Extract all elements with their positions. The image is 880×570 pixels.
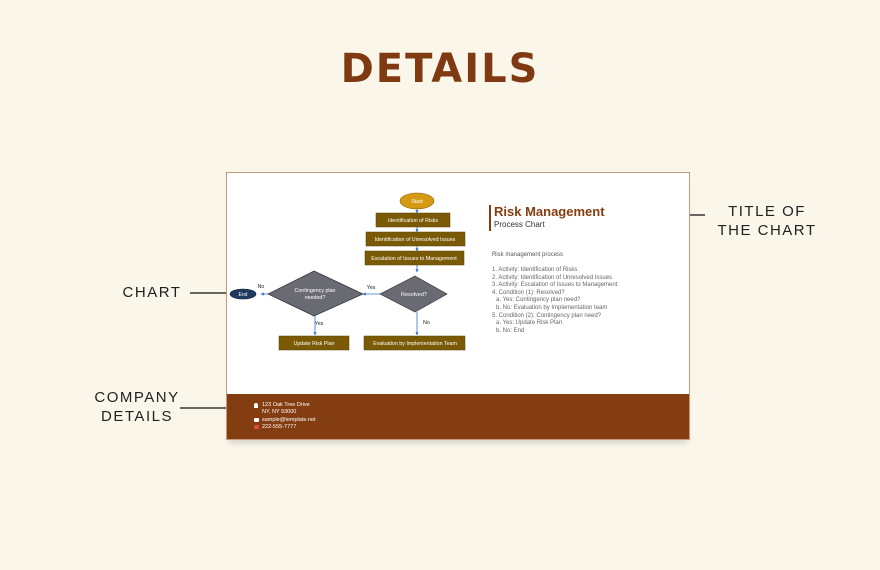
company-address-line-1: 123 Oak Tree Drive [262, 402, 310, 408]
identification-risks-label: Identification of Risks [388, 218, 438, 224]
process-steps-list: 1. Activity: Identification of Risks 2. … [492, 267, 617, 335]
start-node [399, 192, 435, 210]
unresolved-issues-label: Identification of Unresolved Issues [375, 237, 456, 243]
contingency-label-line-2: needed? [305, 295, 326, 301]
process-step: 2. Activity: Identification of Unresolve… [492, 274, 613, 281]
yes-label-resolved: Yes [367, 285, 376, 291]
resolved-diamond [379, 275, 448, 313]
email-icon [254, 418, 259, 422]
yes-label-contingency: Yes [315, 321, 324, 327]
unresolved-issues-box [365, 231, 466, 247]
contingency-label-line-1: Contingency plan [295, 288, 336, 294]
process-step: 1. Activity: Identification of Risks [492, 267, 578, 273]
end-node [229, 288, 257, 300]
template-preview-card: Start Identification of Risks Identifica… [226, 172, 690, 440]
company-phone: 222-555-7777 [262, 424, 297, 430]
callout-title-of-chart: TITLE OF THE CHART [712, 202, 822, 240]
no-label-resolved: No [423, 320, 430, 326]
callout-company-line-1: COMPANY [94, 389, 180, 406]
update-risk-plan-box [278, 335, 350, 351]
company-email: sample@template.net [262, 417, 316, 423]
process-substep: a. Yes: Contingency plan need? [496, 297, 581, 304]
callout-title-line-2: THE CHART [717, 222, 817, 239]
process-step: 3. Activity: Escalation of Issues to Man… [492, 282, 618, 289]
resolved-label: Resolved? [401, 292, 427, 298]
update-risk-plan-label: Update Risk Plan [294, 341, 335, 347]
process-step: 5. Condition (2): Contingency plan need? [492, 312, 602, 319]
process-heading: Risk management process [492, 252, 564, 258]
flow-connectors [260, 209, 419, 336]
end-label: End [239, 292, 248, 298]
location-icon [254, 403, 258, 408]
process-substep: b. No: Evaluation by Implementation team [496, 304, 608, 311]
callout-company-line-2: DETAILS [101, 408, 173, 425]
callout-company-details: COMPANY DETAILS [86, 388, 188, 426]
callout-chart: CHART [122, 284, 182, 301]
process-substep: a. Yes: Update Risk Plan [496, 320, 563, 327]
phone-icon [254, 425, 259, 429]
process-substep: b. No: End [496, 327, 525, 334]
callout-title-line-1: TITLE OF [728, 203, 806, 220]
company-address-line-2: NY, NY 93000 [262, 409, 297, 415]
start-label: Start [411, 199, 423, 205]
chart-subtitle: Process Chart [494, 220, 545, 229]
escalation-box [364, 250, 465, 266]
identification-risks-box [375, 212, 451, 228]
process-step: 4. Condition (1): Resolved? [492, 289, 565, 296]
escalation-label: Escalation of Issues to Management [371, 256, 457, 262]
chart-title-block: Risk Management Process Chart [489, 205, 605, 231]
chart-title: Risk Management [494, 204, 605, 219]
no-label-contingency: No [258, 284, 265, 290]
evaluation-label: Evaluation by Implementation Team [373, 341, 457, 347]
company-footer: 123 Oak Tree Drive NY, NY 93000 sample@t… [227, 394, 689, 439]
evaluation-box [363, 335, 466, 351]
contingency-diamond [267, 270, 364, 317]
flowchart: Start Identification of Risks Identifica… [229, 192, 466, 351]
page-heading: DETAILS [340, 46, 540, 92]
